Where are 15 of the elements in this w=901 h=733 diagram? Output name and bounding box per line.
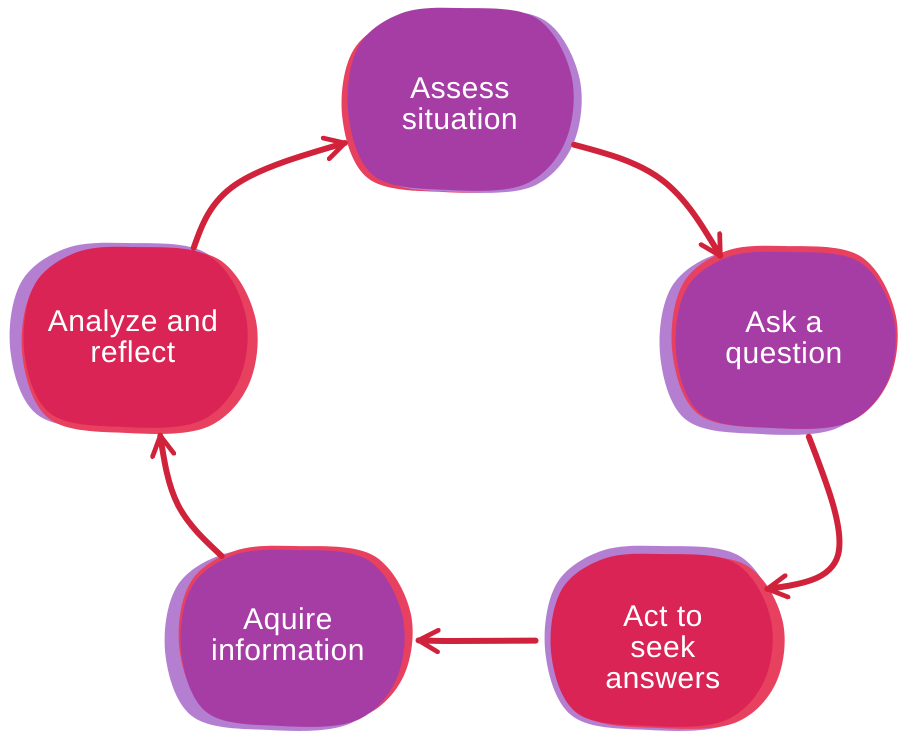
node-label: Act to seek answers	[604, 600, 722, 694]
curved-arrow	[150, 432, 225, 560]
node-label: Aquire information	[210, 604, 366, 666]
blob-node	[8, 243, 260, 433]
blob-node	[163, 546, 415, 730]
blob-node	[658, 246, 898, 436]
node-label: Assess situation	[400, 73, 520, 135]
curved-arrow	[571, 142, 724, 259]
curved-arrow	[190, 136, 348, 251]
node-label: Ask a question	[724, 307, 844, 369]
curved-arrow	[416, 628, 539, 654]
curved-arrow	[764, 434, 842, 600]
node-label: Analyze and reflect	[46, 306, 220, 368]
blob-node	[340, 8, 584, 196]
blob-node	[543, 546, 787, 732]
